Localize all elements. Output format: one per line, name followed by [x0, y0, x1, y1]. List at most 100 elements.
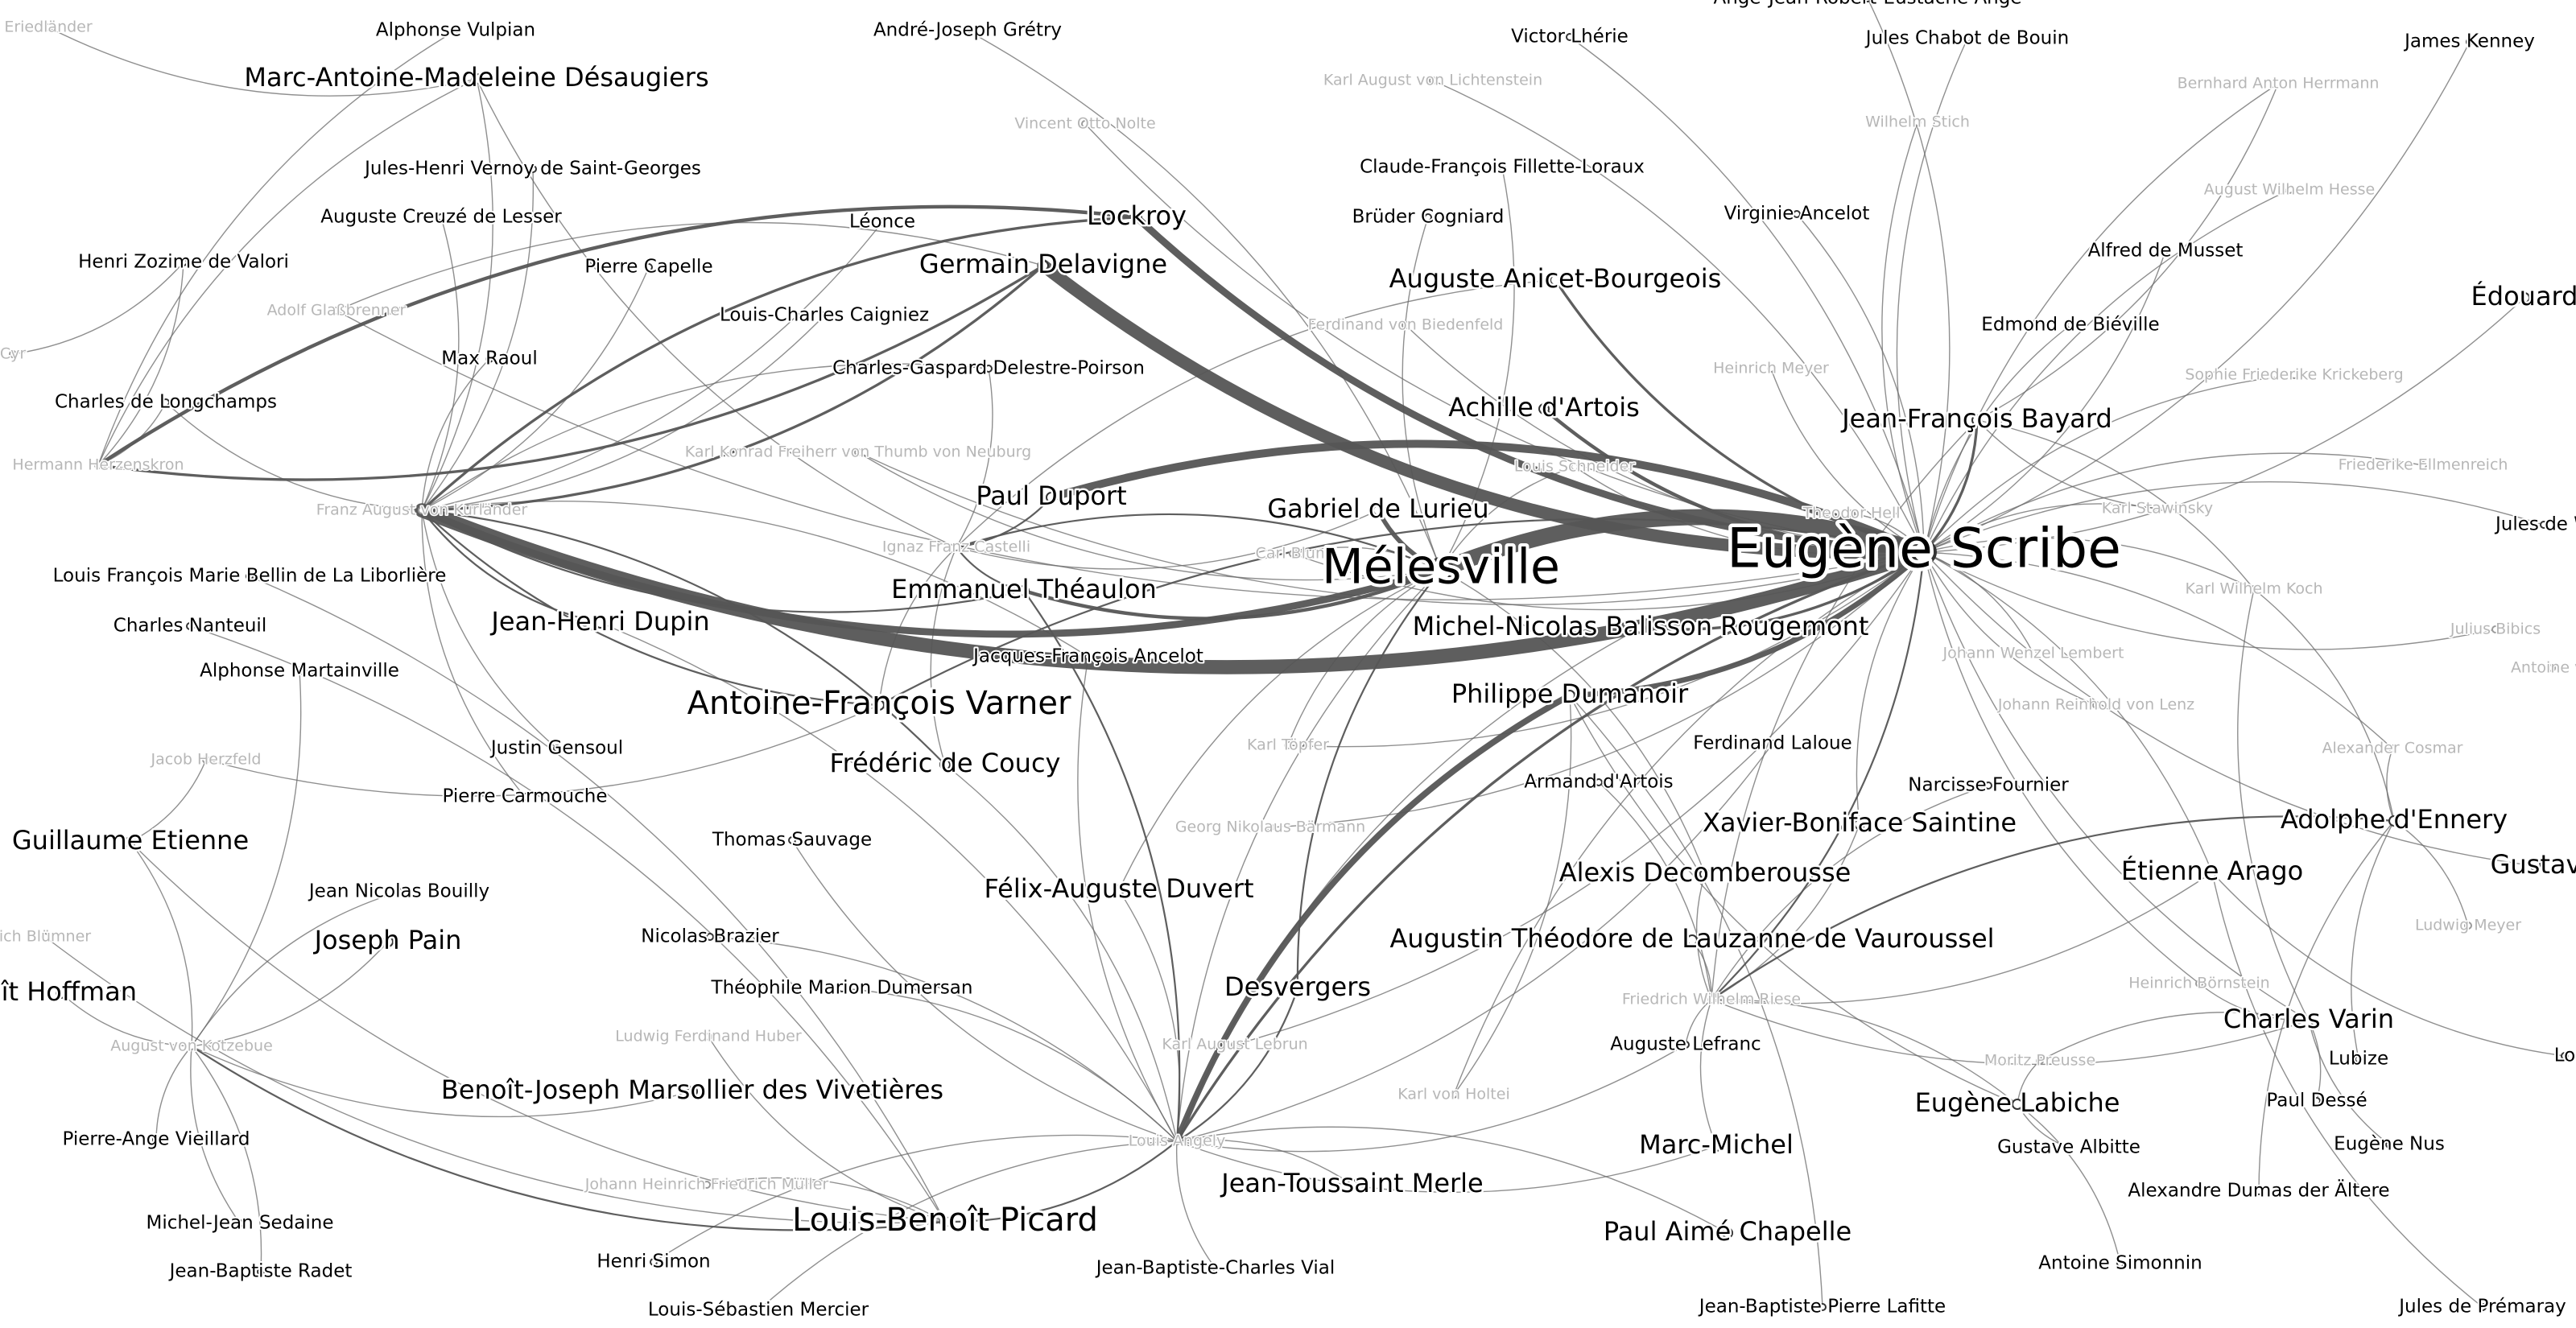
node-label-k24[interactable]: Johann Wenzel Lembert — [1941, 643, 2125, 663]
node-label-lafitte[interactable]: Jean-Baptiste Pierre Lafitte — [1696, 1295, 1947, 1319]
node-label-radet[interactable]: Jean-Baptiste Radet — [167, 1260, 354, 1284]
node-label-fournier[interactable]: Narcisse Fournier — [1906, 773, 2070, 798]
node-label-k29[interactable]: Jacob Herzfeld — [149, 749, 262, 769]
node-label-etienne[interactable]: Guillaume Etienne — [10, 823, 250, 858]
node-label-caigniez[interactable]: Louis-Charles Caigniez — [718, 303, 931, 328]
node-label-pain[interactable]: Joseph Pain — [311, 923, 464, 958]
node-label-k28[interactable]: Georg Nikolaus Bärmann — [1174, 817, 1366, 837]
node-label-vauroussel[interactable]: Augustin Théodore de Lauzanne de Vaurous… — [1388, 922, 1996, 956]
node-label-k2[interactable]: Cyr — [0, 344, 27, 364]
node-label-k11[interactable]: Carl Blum — [1254, 543, 1331, 563]
node-label-liborliere[interactable]: Louis François Marie Bellin de La Liborl… — [52, 564, 448, 588]
node-label-k21[interactable]: Karl Wilhelm Koch — [2184, 579, 2324, 599]
node-label-dumas[interactable]: Alexandre Dumas der Ältere — [2126, 1177, 2391, 1203]
node-label-lurieu[interactable]: Gabriel de Lurieu — [1265, 492, 1491, 526]
node-label-kenney[interactable]: James Kenney — [2401, 30, 2537, 54]
node-label-k33[interactable]: Karl August Lebrun — [1161, 1034, 1309, 1054]
node-label-k4[interactable]: Adolf Glaßbrenner — [266, 300, 407, 320]
node-label-scribe[interactable]: Eugène Scribe — [1723, 513, 2124, 584]
node-label-lefranc[interactable]: Auguste Lefranc — [1608, 1033, 1762, 1057]
node-label-k14[interactable]: Theodor Hell — [1801, 503, 1901, 523]
node-label-bouin[interactable]: Jules Chabot de Bouin — [1863, 27, 2070, 51]
node-label-k20[interactable]: Karl Stawinsky — [2100, 498, 2214, 518]
node-label-k10[interactable]: Ignaz Franz Castelli — [881, 537, 1031, 557]
node-label-raoul[interactable]: Max Raoul — [440, 347, 539, 371]
node-label-k15[interactable]: Wilhelm Stich — [1864, 112, 1971, 132]
node-label-simonnin[interactable]: Antoine Simonnin — [2037, 1252, 2203, 1276]
node-label-vernoy[interactable]: Jules-Henri Vernoy de Saint-Georges — [361, 157, 703, 181]
node-label-hoffman[interactable]: oît Hoffman — [0, 975, 138, 1009]
node-label-anicet[interactable]: Auguste Anicet-Bourgeois — [1387, 262, 1724, 296]
node-label-ancelot[interactable]: Jacques-François Ancelot — [970, 645, 1205, 669]
node-label-k34[interactable]: Karl von Holtei — [1397, 1084, 1511, 1104]
node-label-duvert[interactable]: Félix-Auguste Duvert — [982, 872, 1256, 906]
node-label-k27[interactable]: Karl Töpfer — [1246, 735, 1331, 755]
node-label-k38[interactable]: Heinrich Börnstein — [2128, 973, 2271, 993]
node-label-k1[interactable]: Eriedländer — [3, 17, 94, 37]
node-label-ancelot2[interactable]: Virginie Ancelot — [1723, 202, 1872, 226]
node-label-martainville[interactable]: Alphonse Martainville — [198, 659, 401, 683]
node-label-lherie[interactable]: Victor Lhérie — [1509, 25, 1630, 49]
node-label-k31[interactable]: August von Kotzebue — [109, 1036, 275, 1056]
node-label-k35[interactable]: Louis Angely — [1127, 1131, 1226, 1151]
node-label-musset[interactable]: Alfred de Musset — [2087, 239, 2245, 263]
node-label-lubize[interactable]: Lubize — [2327, 1047, 2390, 1071]
node-label-k36[interactable]: Johann Heinrich Friedrich Müller — [583, 1174, 830, 1194]
node-label-arago[interactable]: Étienne Arago — [2119, 854, 2305, 889]
node-label-marcmichel[interactable]: Marc-Michel — [1637, 1128, 1796, 1162]
node-label-k39[interactable]: Moritz Preusse — [1983, 1050, 2096, 1070]
node-label-gustave[interactable]: Gustav — [2488, 848, 2576, 882]
node-label-k25[interactable]: Johann Reinhold von Lenz — [1996, 695, 2195, 715]
node-label-merle[interactable]: Jean-Toussaint Merle — [1218, 1166, 1485, 1201]
node-label-sauvage[interactable]: Thomas Sauvage — [710, 828, 873, 852]
node-label-duesse[interactable]: Paul Dessé — [2264, 1089, 2368, 1113]
node-label-theaulon[interactable]: Emmanuel Théaulon — [890, 572, 1159, 607]
node-label-k32[interactable]: Ludwig Ferdinand Huber — [614, 1026, 803, 1046]
node-label-vulpian[interactable]: Alphonse Vulpian — [374, 19, 537, 43]
node-label-bouilly[interactable]: Jean Nicolas Bouilly — [306, 880, 491, 904]
node-label-ennery[interactable]: Adolphe d'Ennery — [2278, 802, 2509, 837]
node-label-cogniard[interactable]: Brüder Cogniard — [1351, 205, 1506, 229]
node-label-desaugiers[interactable]: Marc-Antoine-Madeleine Désaugiers — [242, 60, 711, 95]
node-label-vial[interactable]: Jean-Baptiste-Charles Vial — [1093, 1256, 1337, 1281]
node-label-decomberousse[interactable]: Alexis Decomberousse — [1557, 856, 1853, 890]
node-label-labiche[interactable]: Eugène Labiche — [1913, 1086, 2122, 1120]
node-label-picard[interactable]: Louis-Benoît Picard — [790, 1199, 1100, 1241]
node-label-laloue[interactable]: Ferdinand Laloue — [1691, 732, 1853, 756]
node-label-gensoul[interactable]: Justin Gensoul — [488, 736, 625, 761]
node-label-melesville[interactable]: Mélesville — [1319, 536, 1563, 599]
node-label-k22[interactable]: Julius Bibics — [2448, 619, 2541, 639]
node-label-armand[interactable]: Armand d'Artois — [1522, 770, 1674, 794]
node-label-loraux[interactable]: Claude-François Fillette-Loraux — [1358, 155, 1646, 179]
node-label-carmouche[interactable]: Pierre Carmouche — [440, 785, 609, 809]
node-label-gretry[interactable]: André-Joseph Grétry — [872, 19, 1063, 43]
node-label-chapelle[interactable]: Paul Aimé Chapelle — [1601, 1215, 1853, 1249]
node-label-k23[interactable]: Antoine ve — [2509, 658, 2576, 678]
node-label-nanteuil[interactable]: Charles Nanteuil — [112, 614, 268, 638]
node-label-k3[interactable]: Hermann Herzenskron — [11, 455, 185, 475]
node-label-k13[interactable]: Heinrich Meyer — [1712, 358, 1831, 378]
node-label-capelle[interactable]: Pierre Capelle — [583, 255, 714, 279]
node-label-varner[interactable]: Antoine-François Varner — [685, 683, 1074, 724]
node-label-bieville[interactable]: Edmond de Biéville — [1979, 313, 2161, 337]
node-label-k26[interactable]: Alexander Cosmar — [2321, 738, 2464, 758]
node-label-marsollier[interactable]: Benoît-Joseph Marsollier des Vivetières — [439, 1073, 945, 1107]
node-label-varin[interactable]: Charles Varin — [2221, 1002, 2396, 1037]
node-label-mercier[interactable]: Louis-Sébastien Mercier — [646, 1298, 871, 1322]
node-label-k9[interactable]: Karl Konrad Freiherr von Thumb von Neubu… — [683, 442, 1032, 462]
node-label-k30[interactable]: ich Blümner — [0, 926, 93, 947]
node-label-dupin[interactable]: Jean-Henri Dupin — [488, 604, 712, 639]
node-label-rougemont[interactable]: Michel-Nicolas Balisson Rougemont — [1410, 609, 1871, 644]
node-label-sedaine[interactable]: Michel-Jean Sedaine — [144, 1211, 335, 1235]
node-label-k18[interactable]: Sophie Friederike Krickeberg — [2184, 365, 2405, 385]
node-label-k6[interactable]: Vincent Otto Nolte — [1013, 113, 1157, 134]
node-label-edouard[interactable]: Édouard — [2469, 279, 2576, 314]
node-label-dumersan[interactable]: Théophile Marion Dumersan — [709, 976, 975, 1000]
node-label-valori[interactable]: Henri Zozime de Valori — [76, 250, 291, 274]
node-label-longchamps[interactable]: Charles de Longchamps — [53, 390, 279, 414]
node-label-premaray[interactable]: Jules de Prémaray — [2396, 1295, 2567, 1319]
node-label-k12[interactable]: Louis Schneider — [1513, 456, 1636, 476]
node-label-lockroy[interactable]: Lockroy — [1085, 199, 1189, 233]
node-label-k19[interactable]: Friederike Ellmenreich — [2337, 455, 2509, 475]
node-label-delavigne[interactable]: Germain Delavigne — [917, 247, 1169, 282]
